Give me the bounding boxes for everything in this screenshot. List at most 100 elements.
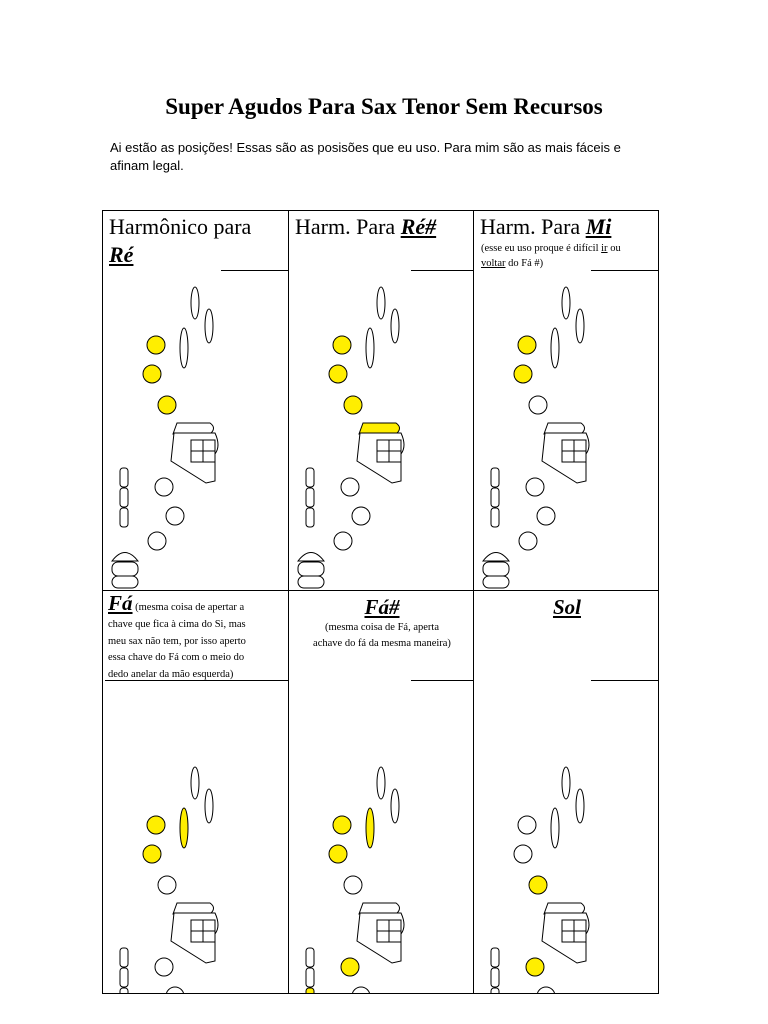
note-part: ou xyxy=(607,243,621,254)
lh-key-1 xyxy=(332,815,352,835)
title-underline xyxy=(411,680,473,681)
title-underline xyxy=(411,270,473,271)
palm-bar-key xyxy=(358,422,400,435)
side-key-2 xyxy=(490,487,500,508)
side-key-3 xyxy=(119,987,129,993)
note-line: essa chave do Fá com o meio do xyxy=(108,652,245,663)
rh-key-2 xyxy=(536,986,556,993)
key-group xyxy=(490,766,590,993)
palm-key-2 xyxy=(575,788,585,824)
palm-key-2 xyxy=(390,308,400,344)
position-note: Fá# xyxy=(364,595,400,619)
lh-key-1 xyxy=(146,335,166,355)
side-key-1 xyxy=(490,947,500,968)
key-group xyxy=(305,766,405,993)
position-title: Harm. Para Mi xyxy=(480,213,611,241)
fingering-diagram xyxy=(119,766,219,993)
rh-key-2 xyxy=(165,506,185,526)
side-key-3 xyxy=(490,507,500,528)
lh-key-3 xyxy=(528,875,548,895)
position-title: Fá# xyxy=(289,593,473,621)
palm-key-f xyxy=(365,327,375,369)
note-line: meu sax não tem, por isso aperto xyxy=(108,635,246,647)
palm-key-f xyxy=(550,807,560,849)
palm-key-1 xyxy=(190,766,200,800)
position-cell-mi: Harm. Para Mi (esse eu uso proque é difí… xyxy=(473,210,659,591)
lh-key-2 xyxy=(142,844,162,864)
position-note: Ré xyxy=(109,242,134,267)
side-key-2 xyxy=(305,487,315,508)
position-note-lines: chave que fica à cima do Si, mas meu sax… xyxy=(108,617,288,683)
note-line: dedo anelar da mão esquerda) xyxy=(108,668,234,680)
side-key-3 xyxy=(305,987,315,993)
low-key-3 xyxy=(482,575,510,589)
rh-key-3 xyxy=(518,531,538,551)
lh-key-3 xyxy=(157,395,177,415)
low-key-2 xyxy=(482,561,510,577)
lh-key-1 xyxy=(517,335,537,355)
palm-key-2 xyxy=(390,788,400,824)
low-key-3 xyxy=(297,575,325,589)
rh-key-2 xyxy=(165,986,185,993)
palm-key-2 xyxy=(575,308,585,344)
rh-key-2 xyxy=(351,506,371,526)
palm-bar-key xyxy=(358,902,400,915)
side-key-2 xyxy=(305,967,315,988)
lh-key-1 xyxy=(517,815,537,835)
palm-key-f xyxy=(179,807,189,849)
position-cell-fa-sharp: Fá# (mesma coisa de Fá, aperta achave do… xyxy=(288,590,474,994)
palm-key-1 xyxy=(376,286,386,320)
lh-key-2 xyxy=(328,844,348,864)
key-group xyxy=(110,286,219,589)
side-key-1 xyxy=(305,467,315,488)
position-note: Mi xyxy=(585,214,612,239)
note-line: (mesma coisa de Fá, aperta xyxy=(325,622,439,633)
position-title-prefix: Harm. Para xyxy=(295,214,401,239)
note-part-underlined: ir xyxy=(601,243,608,254)
position-note-text: (esse eu uso proque é difícil ir ou volt… xyxy=(481,241,631,271)
palm-bar-key xyxy=(172,902,214,915)
position-cell-fa: Fá (mesma coisa de apertar a chave que f… xyxy=(102,590,289,994)
side-key-3 xyxy=(305,507,315,528)
rh-key-3 xyxy=(147,531,167,551)
note-line: chave que fica à cima do Si, mas xyxy=(108,619,246,630)
title-underline xyxy=(221,270,288,271)
palm-bar-key xyxy=(172,422,214,435)
low-key-2 xyxy=(111,561,139,577)
rh-key-1 xyxy=(154,957,174,977)
side-key-1 xyxy=(119,467,129,488)
palm-key-f xyxy=(365,807,375,849)
position-note-lines: (mesma coisa de Fá, aperta achave do fá … xyxy=(289,620,473,652)
fingering-diagram xyxy=(481,286,590,589)
lh-key-1 xyxy=(332,335,352,355)
position-note: Sol xyxy=(552,595,581,619)
position-cell-re: Harmônico para Ré xyxy=(102,210,289,591)
fingering-diagram xyxy=(296,286,405,589)
title-underline xyxy=(105,680,288,681)
rh-key-1 xyxy=(154,477,174,497)
position-title: Harmônico para Ré xyxy=(109,213,251,269)
position-note-text: (mesma coisa de apertar a xyxy=(132,602,245,613)
lh-key-2 xyxy=(513,844,533,864)
position-note: Fá xyxy=(108,591,133,615)
lh-key-3 xyxy=(157,875,177,895)
palm-key-2 xyxy=(204,308,214,344)
palm-bar-key xyxy=(543,422,585,435)
low-key-1 xyxy=(110,552,140,562)
rh-key-1 xyxy=(340,477,360,497)
side-key-2 xyxy=(119,487,129,508)
fingering-chart: Harmônico para Ré Harm. Para Ré# Harm. P… xyxy=(102,210,659,994)
palm-key-1 xyxy=(561,286,571,320)
rh-key-1 xyxy=(525,477,545,497)
low-key-1 xyxy=(481,552,511,562)
note-part: (esse eu uso proque é difícil xyxy=(481,243,602,254)
note-line: achave do fá da mesma maneira) xyxy=(313,638,451,649)
side-key-2 xyxy=(119,967,129,988)
position-note: Ré# xyxy=(400,214,437,239)
palm-key-f xyxy=(179,327,189,369)
rh-key-2 xyxy=(536,506,556,526)
side-key-3 xyxy=(119,507,129,528)
note-part-underlined: voltar xyxy=(481,258,506,269)
rh-key-3 xyxy=(333,531,353,551)
palm-key-1 xyxy=(561,766,571,800)
